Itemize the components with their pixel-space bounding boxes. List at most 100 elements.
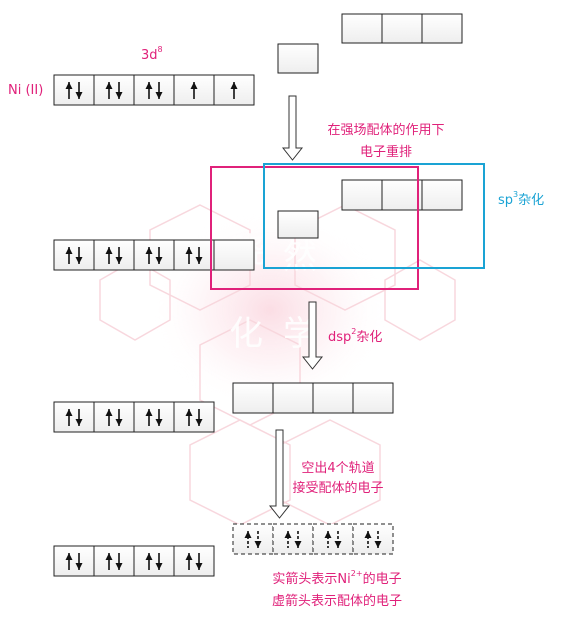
spin-down-arrow [334,531,342,548]
dsp2-hybrid-orbitals-orbital [232,382,274,414]
spin-up-arrow [105,82,113,99]
s-orbital-mid [277,210,319,239]
d-orbitals-rearranged-orbital [213,239,255,271]
spin-up-arrow [230,82,238,99]
watermark-glyph: 然 [283,237,317,277]
spin-up-arrow [105,247,113,264]
spin-down-arrow [155,409,163,426]
spin-up-arrow [65,553,73,570]
s-orbital-top [277,43,319,74]
spin-up-arrow [244,531,252,548]
d-orbitals-dsp2 [53,401,215,433]
legend: 实箭头表示Ni2+的电子 虚箭头表示配体的电子 [252,569,422,610]
spin-down-arrow [115,82,123,99]
p-orbitals-top-orbital [421,13,463,44]
d-orbitals-dsp2-orbital [93,401,135,433]
spin-up-arrow [145,553,153,570]
spin-down-arrow [195,553,203,570]
d-orbitals-initial-orbital [133,74,175,106]
watermark-glyph: 化 [229,314,263,354]
down-arrow-3 [268,429,291,519]
down-arrow-1 [281,95,304,161]
spin-up-arrow [65,247,73,264]
spin-up-arrow [364,531,372,548]
spin-down-arrow [115,553,123,570]
spin-up-arrow [105,553,113,570]
p-orbitals-top-orbital [341,13,383,44]
dsp2-label: dsp2杂化 [328,327,383,346]
d-orbitals-initial-orbital [93,74,135,106]
spin-down-arrow [75,553,83,570]
dsp2-hybrid-orbitals [232,382,394,414]
down-arrow-2 [301,301,324,370]
spin-up-arrow [65,409,73,426]
spin-down-arrow [195,247,203,264]
p-orbitals-mid [341,179,463,211]
spin-up-arrow [105,409,113,426]
spin-down-arrow [294,531,302,548]
config-label: 3d8 [141,45,163,64]
dsp2-selection-box [210,166,419,290]
s-orbital-top-orbital [277,43,319,74]
spin-up-arrow [185,553,193,570]
spin-up-arrow [185,247,193,264]
p-orbitals-mid-orbital [421,179,463,211]
d-orbitals-initial-orbital [53,74,95,106]
d-orbitals-rearranged-orbital [133,239,175,271]
d-orbitals-dsp2-orbital [133,401,175,433]
d-orbitals-initial [53,74,255,106]
d-orbitals-final-orbital [93,545,135,577]
d-orbitals-initial-orbital [173,74,215,106]
s-orbital-mid-orbital [277,210,319,239]
ion-label: Ni (II) [8,83,44,98]
p-orbitals-top-orbital [381,13,423,44]
spin-down-arrow [115,247,123,264]
spin-up-arrow [65,82,73,99]
ligand-electron-pairs-orbital [272,523,314,555]
ligand-electron-pairs-orbital [312,523,354,555]
legend-solid-arrows: 实箭头表示Ni2+的电子 [272,569,402,588]
spin-down-arrow [155,247,163,264]
spin-up-arrow [145,247,153,264]
rearrangement-note-line2: 电子重排 [359,145,412,160]
spin-down-arrow [75,247,83,264]
spin-down-arrow [75,82,83,99]
d-orbitals-rearranged-orbital [53,239,95,271]
spin-down-arrow [115,409,123,426]
d-orbitals-initial-orbital [213,74,255,106]
ligand-electron-pairs-orbital [232,523,274,555]
spin-up-arrow [185,409,193,426]
d-orbitals-final-orbital [173,545,215,577]
d-orbitals-final [53,545,215,577]
spin-down-arrow [254,531,262,548]
dsp2-hybrid-orbitals-orbital [352,382,394,414]
ligand-electron-pairs [232,523,394,555]
sp3-label: sp3杂化 [498,190,545,209]
d-orbitals-final-orbital [53,545,95,577]
p-orbitals-mid-orbital [341,179,383,211]
p-orbitals-mid-orbital [381,179,423,211]
spin-down-arrow [374,531,382,548]
spin-up-arrow [324,531,332,548]
spin-down-arrow [195,409,203,426]
dsp2-hybrid-orbitals-orbital [312,382,354,414]
sp3-selection-box [263,163,485,269]
spin-down-arrow [75,409,83,426]
ligand-electron-pairs-orbital [352,523,394,555]
spin-up-arrow [145,409,153,426]
vacate-orbitals-note-line2: 接受配体的电子 [292,481,384,496]
rearrangement-note-line1: 在强场配体的作用下 [327,123,445,138]
spin-up-arrow [145,82,153,99]
rearrangement-note: 在强场配体的作用下 电子重排 [306,123,466,161]
p-orbitals-top [341,13,463,44]
vacate-orbitals-note-line1: 空出4个轨道 [301,461,375,476]
spin-down-arrow [155,82,163,99]
vacate-orbitals-note: 空出4个轨道 接受配体的电子 [278,461,398,497]
d-orbitals-rearranged [53,239,255,271]
d-orbitals-rearranged-orbital [173,239,215,271]
spin-down-arrow [155,553,163,570]
spin-up-arrow [284,531,292,548]
legend-dashed-arrows: 虚箭头表示配体的电子 [271,594,402,609]
d-orbitals-rearranged-orbital [93,239,135,271]
